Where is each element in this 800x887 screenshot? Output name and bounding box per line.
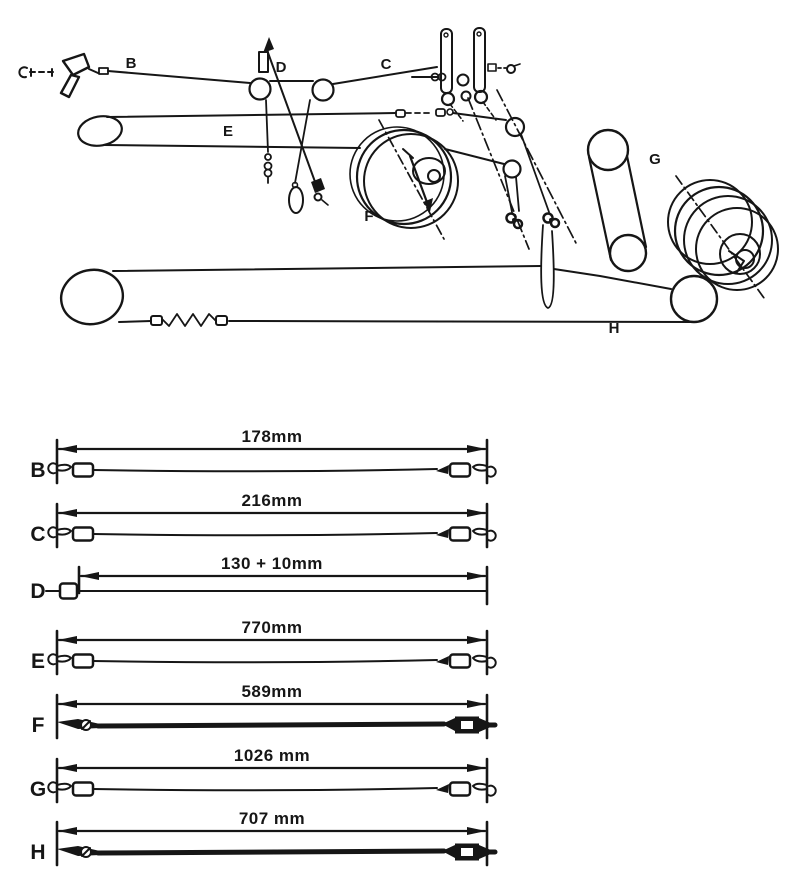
pulley-c — [311, 78, 335, 102]
belt-g — [586, 128, 648, 273]
idler-pulleys — [444, 116, 550, 213]
dimension-arrow-left — [58, 827, 77, 835]
diagram-label-C: C — [381, 56, 392, 73]
cord-drawing — [47, 653, 497, 669]
pulley-b — [248, 77, 272, 101]
dimension-arrow-left — [58, 636, 77, 644]
diagram-label-D: D — [276, 59, 287, 76]
cord-row-label: F — [32, 714, 45, 737]
cord-drawing — [57, 843, 498, 861]
cord-row-E: E 770mm — [31, 618, 497, 676]
cord-d — [258, 37, 329, 214]
coil-drum — [667, 175, 779, 299]
spring-eyelets — [505, 212, 561, 230]
dimension-arrow-right — [467, 764, 486, 772]
cord-row-D: D 130 + 10mm — [30, 554, 489, 606]
dimension-arrow-left — [58, 700, 77, 708]
belt-h — [59, 224, 719, 327]
cord-length-text: 1026 mm — [234, 746, 310, 765]
cord-drawing — [57, 716, 498, 734]
dimension-arrow-right — [467, 509, 486, 517]
diagram-label-G: G — [649, 151, 661, 168]
cord-row-label: G — [30, 778, 46, 801]
cord-drawing — [47, 526, 497, 542]
cord-length-text: 130 + 10mm — [221, 554, 323, 573]
cord-length-text: 216mm — [241, 491, 302, 510]
diagram-labels: B D C E F G H — [126, 55, 661, 337]
cord-row-F: F 589mm — [32, 682, 498, 740]
cord-routing-diagram: B D C E F G H — [18, 27, 779, 337]
cord-row-B: B 178mm — [30, 427, 497, 485]
cord-row-label: C — [30, 523, 45, 546]
cord-row-label: B — [30, 459, 45, 482]
dimension-arrow-right — [467, 445, 486, 453]
dimension-arrow-left — [58, 509, 77, 517]
diagram-label-H: H — [609, 320, 620, 337]
cord-drawing — [47, 781, 497, 797]
belt-e — [77, 108, 507, 149]
drum-f — [349, 119, 459, 240]
dimension-arrow-right — [467, 700, 486, 708]
cord-length-text: 178mm — [241, 427, 302, 446]
diagram-label-F: F — [364, 208, 373, 225]
reference-dash-lines — [467, 89, 578, 250]
dimension-arrow-right — [467, 827, 486, 835]
cord-row-C: C 216mm — [30, 491, 497, 549]
tuner-mechanism — [411, 27, 521, 122]
cord-row-label: D — [30, 580, 45, 603]
cord-b-anchor — [18, 52, 251, 99]
cord-row-label: H — [30, 841, 45, 864]
dimension-arrow-left — [58, 445, 77, 453]
cord-row-G: G 1026 mm — [30, 746, 497, 804]
diagram-label-E: E — [223, 123, 233, 140]
cord-drawing — [47, 462, 497, 478]
dimension-arrow-left — [80, 572, 99, 580]
cord-c-line — [332, 66, 438, 85]
cord-drawing — [45, 582, 488, 600]
dimension-arrow-right — [467, 572, 486, 580]
cord-row-H: H 707 mm — [30, 809, 498, 867]
cord-length-text: 770mm — [241, 618, 302, 637]
dimension-arrow-right — [467, 636, 486, 644]
cord-row-label: E — [31, 650, 45, 673]
dimension-arrow-left — [58, 764, 77, 772]
cord-length-text: 707 mm — [239, 809, 305, 828]
cord-length-text: 589mm — [241, 682, 302, 701]
diagram-label-B: B — [126, 55, 137, 72]
